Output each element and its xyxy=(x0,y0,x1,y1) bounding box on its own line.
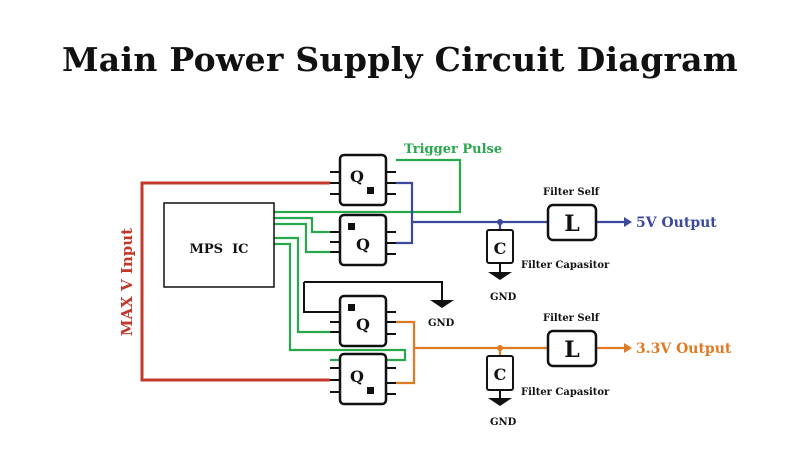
capacitor-top: C xyxy=(486,229,514,272)
transistor-q1: Q xyxy=(330,153,396,207)
ground-wires xyxy=(303,281,443,313)
inductor-top: L xyxy=(546,203,598,242)
filter-self-bottom-label: Filter Self xyxy=(543,313,600,324)
gnd-top-cap-label: GND xyxy=(490,292,517,303)
gnd-top-cap-icon xyxy=(488,272,512,280)
transistor-q3: Q xyxy=(330,294,396,348)
gnd-middle-label: GND xyxy=(428,318,455,329)
transistor-q2: Q xyxy=(330,213,396,267)
trigger-pulse-label: Trigger Pulse xyxy=(404,142,502,157)
output-33v-wires xyxy=(396,320,624,385)
transistor-q4: Q xyxy=(330,352,396,406)
junction-33v xyxy=(497,345,503,351)
arrow-5v xyxy=(624,217,632,227)
diagram-title: Main Power Supply Circuit Diagram xyxy=(61,40,739,79)
mps-ic-box xyxy=(163,202,275,288)
gnd-bottom-cap-label: GND xyxy=(490,417,517,428)
svg-text:L: L xyxy=(564,337,579,363)
filter-self-top-label: Filter Self xyxy=(543,187,600,198)
gnd-bottom-cap-icon xyxy=(488,398,512,406)
junction-5v xyxy=(497,219,503,225)
svg-text:C: C xyxy=(494,239,507,258)
svg-text:C: C xyxy=(494,365,507,384)
filter-capacitor-top-label: Filter Capasitor xyxy=(521,260,610,271)
mps-ic-label: MPS IC xyxy=(189,242,248,257)
svg-text:Q: Q xyxy=(356,315,370,334)
capacitor-bottom: C xyxy=(486,355,514,398)
svg-text:Q: Q xyxy=(356,235,370,254)
svg-text:Q: Q xyxy=(350,167,364,186)
svg-text:Q: Q xyxy=(350,367,364,386)
arrow-33v xyxy=(624,343,632,353)
inductor-bottom: L xyxy=(546,329,598,368)
max-v-input-label: MAX V Input xyxy=(118,228,136,336)
max-v-input-wires xyxy=(140,181,330,382)
filter-capacitor-bottom-label: Filter Capasitor xyxy=(521,387,610,398)
trigger-pulse-wires xyxy=(274,158,462,362)
gnd-middle-icon xyxy=(430,300,454,308)
output-33v-label: 3.3V Output xyxy=(636,341,732,357)
output-5v-label: 5V Output xyxy=(636,215,717,231)
svg-text:L: L xyxy=(564,211,579,237)
